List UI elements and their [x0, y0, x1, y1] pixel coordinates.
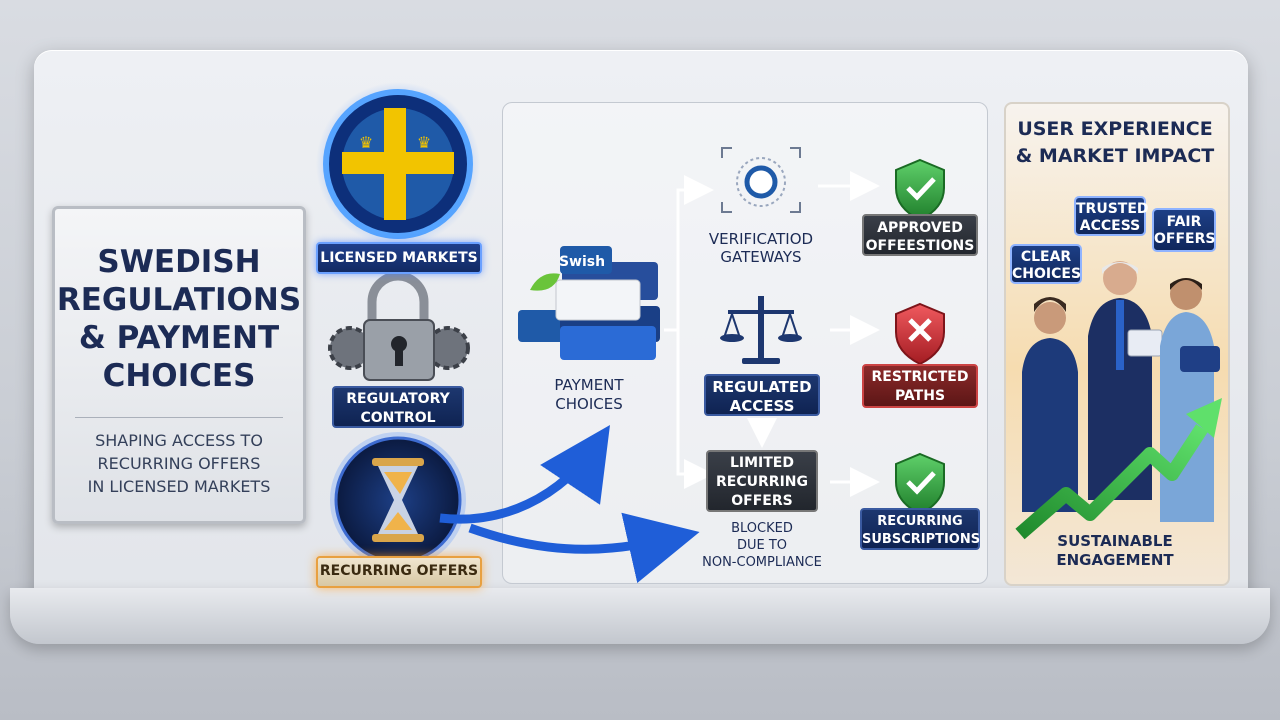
- shelf-base: [10, 588, 1270, 644]
- fair-offers-bubble: FAIR OFFERS: [1152, 208, 1216, 252]
- people-icon: [1022, 261, 1220, 522]
- lock-gears-icon: [328, 271, 470, 381]
- verification-gateways-label: VERIFICATIOD GATEWAYS: [708, 230, 814, 266]
- svg-text:♛: ♛: [417, 133, 431, 152]
- regulated-access-label: REGULATED ACCESS: [704, 374, 820, 416]
- recurring-offers-label: RECURRING OFFERS: [316, 556, 482, 588]
- regulatory-control-label: REGULATORY CONTROL: [332, 386, 464, 428]
- sweden-flag-icon: ♛ ♛: [316, 82, 480, 246]
- title-panel: SWEDISH REGULATIONS & PAYMENT CHOICES SH…: [52, 206, 306, 524]
- shield-check-icon: [895, 158, 945, 222]
- shield-x-icon: [895, 302, 945, 366]
- page-subtitle: SHAPING ACCESS TO RECURRING OFFERS IN LI…: [87, 431, 271, 496]
- clear-choices-bubble: CLEAR CHOICES: [1010, 244, 1082, 284]
- shield-check-icon: [895, 452, 945, 516]
- fingerprint-scan-icon: [721, 147, 801, 213]
- sustainable-engagement-label: SUSTAINABLE ENGAGEMENT: [1056, 532, 1174, 569]
- restricted-paths-label: RESTRICTED PATHS: [862, 364, 978, 408]
- scales-icon: [720, 296, 802, 364]
- swish-logo: Swish: [559, 254, 605, 270]
- title-divider: [75, 417, 283, 418]
- card-stack-icon: [518, 246, 660, 360]
- growth-arrow-icon: [1015, 398, 1222, 540]
- approved-label: APPROVED OFFEESTIONS: [862, 214, 978, 256]
- hourglass-icon: [330, 432, 466, 568]
- branch-connectors: [664, 171, 880, 497]
- limited-recurring-offers-label: LIMITED RECURRING OFFERS: [706, 450, 818, 512]
- flow-arrows-blue: [439, 425, 700, 584]
- recurring-subscriptions-label: RECURRING SUBSCRIPTIONS: [860, 508, 980, 550]
- svg-text:♛: ♛: [359, 133, 373, 152]
- licensed-markets-label: LICENSED MARKETS: [316, 242, 482, 274]
- trusted-access-bubble: TRUSTED ACCESS: [1074, 196, 1149, 236]
- blocked-note: BLOCKED DUE TO NON-COMPLIANCE: [702, 521, 822, 570]
- page-title: SWEDISH REGULATIONS & PAYMENT CHOICES: [56, 244, 302, 394]
- payment-choices-label: PAYMENT CHOICES: [554, 376, 624, 413]
- impact-heading: USER EXPERIENCE & MARKET IMPACT: [1015, 118, 1215, 167]
